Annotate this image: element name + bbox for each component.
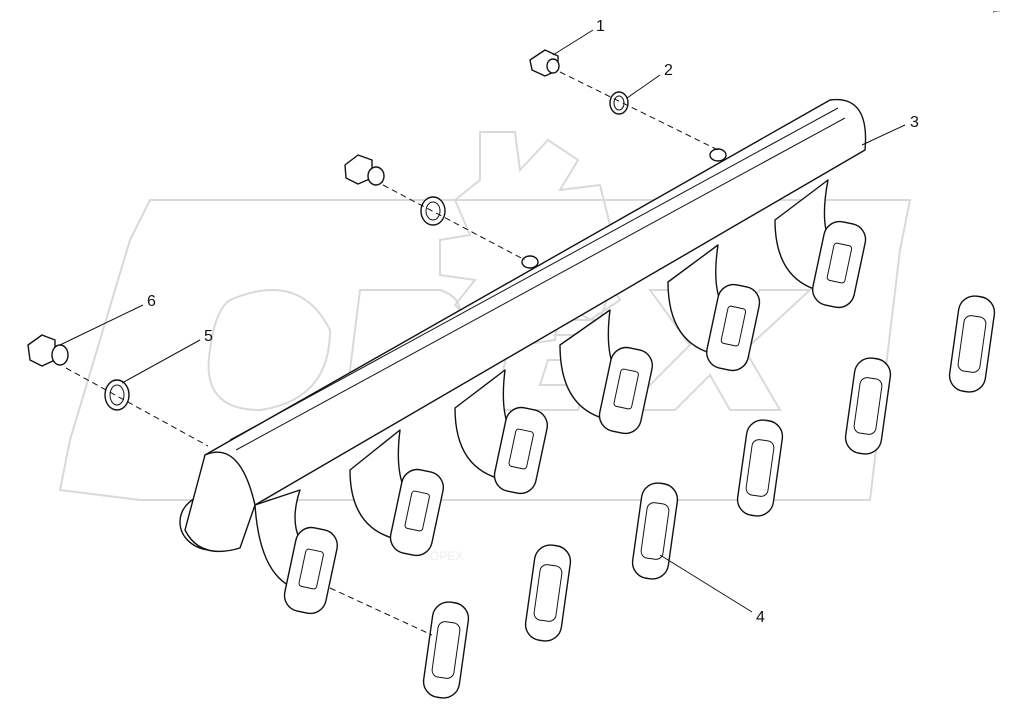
runner-2 [349, 429, 444, 557]
leader-lines [59, 29, 906, 613]
gasket-5 [844, 357, 892, 455]
watermark-text: OPEX [430, 549, 463, 563]
gasket-4 [736, 419, 784, 517]
plug-top [529, 49, 560, 77]
washer-middle [420, 196, 446, 226]
gaskets [422, 295, 996, 699]
gasket-2 [524, 544, 572, 642]
callout-3: 3 [910, 114, 919, 131]
washer-top [609, 91, 629, 115]
runner-6 [774, 179, 867, 309]
washer-left [104, 379, 130, 411]
assembly-lines [65, 71, 719, 636]
manifold-pipe [179, 98, 867, 553]
plug-left [27, 334, 69, 367]
runner-1 [254, 489, 338, 615]
gasket-3 [631, 482, 679, 580]
manifold-runners [254, 179, 867, 615]
gasket-6 [948, 295, 996, 393]
runner-5 [667, 244, 761, 372]
callout-5: 5 [204, 328, 213, 345]
corner-mark: ⌐· [993, 7, 1000, 16]
callout-2: 2 [664, 62, 673, 79]
callout-4: 4 [756, 609, 765, 626]
callout-1: 1 [596, 18, 605, 35]
runner-3 [454, 369, 548, 495]
plug-middle [344, 154, 385, 186]
gasket-1 [422, 601, 470, 699]
runner-4 [559, 309, 653, 435]
callout-6: 6 [147, 293, 156, 310]
